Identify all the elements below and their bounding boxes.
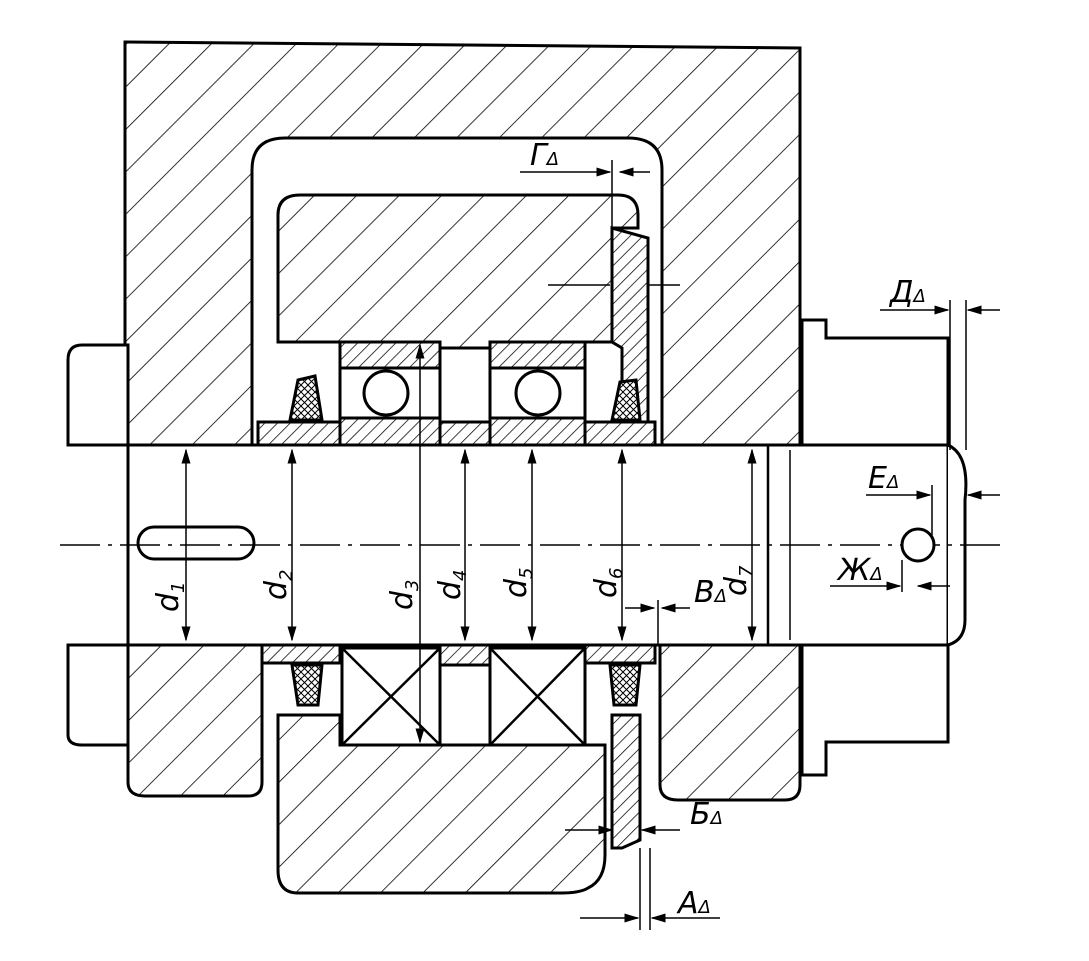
- svg-text:d3: d3: [385, 580, 423, 611]
- spacer-upper-left: [256, 420, 342, 447]
- shaft-left-end: [66, 343, 130, 747]
- seal-lower-left: [290, 663, 324, 707]
- svg-text:d7: d7: [719, 565, 757, 596]
- label-d7: d7: [719, 565, 757, 596]
- gear-lower: [276, 713, 607, 895]
- bearing-lower-left: [340, 646, 442, 747]
- housing-lower-left: [126, 643, 264, 798]
- label-d1: d1: [151, 582, 189, 613]
- label-gap-Zh: ЖΔ: [836, 553, 883, 588]
- gap-dimensions: [520, 160, 1000, 930]
- label-gap-G: ГΔ: [530, 138, 559, 173]
- label-gap-V: ВΔ: [694, 575, 727, 610]
- label-d2: d2: [259, 570, 297, 601]
- spacer-lower-left: [260, 643, 342, 665]
- keyway-slot: [136, 525, 256, 561]
- housing-lower-right: [658, 643, 802, 802]
- label-gap-E: ЕΔ: [868, 461, 899, 496]
- bearing-ball-left: [362, 369, 410, 417]
- label-d6: d6: [589, 568, 627, 599]
- right-sleeve-lower: [800, 643, 950, 777]
- label-d4: d4: [433, 570, 471, 601]
- bearing-spacer-lower: [438, 663, 492, 747]
- label-gap-B: БΔ: [690, 797, 723, 832]
- spacer-lower-right: [583, 643, 657, 665]
- bearing-ball-right: [514, 369, 562, 417]
- bearing-spacer-upper: [438, 346, 492, 424]
- label-gap-D: ДΔ: [888, 275, 926, 310]
- dimension-lines: [181, 343, 757, 744]
- label-gap-A: АΔ: [676, 886, 711, 921]
- seal-lower-right: [608, 663, 642, 707]
- spacer-lower-mid: [438, 643, 492, 667]
- svg-text:d1: d1: [151, 582, 189, 613]
- label-d3: d3: [385, 580, 423, 611]
- spacer-upper-mid: [438, 420, 492, 447]
- right-sleeve: [800, 318, 950, 447]
- svg-text:d5: d5: [499, 568, 537, 599]
- svg-text:d4: d4: [433, 570, 471, 601]
- svg-text:d2: d2: [259, 570, 297, 601]
- shaft-end-right: [947, 443, 968, 647]
- seal-upper-left: [288, 374, 324, 422]
- end-cap-lower: [610, 713, 642, 850]
- bearing-lower-right: [488, 646, 587, 747]
- label-d5: d5: [499, 568, 537, 599]
- pin-ball: [900, 527, 936, 563]
- svg-text:d6: d6: [589, 568, 627, 599]
- seal-upper-right: [610, 378, 642, 422]
- spacer-upper-right: [583, 420, 657, 447]
